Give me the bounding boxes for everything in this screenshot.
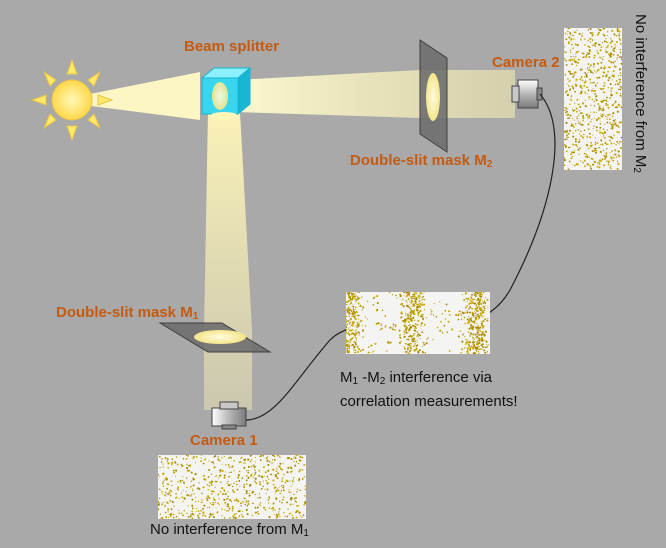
no-interference-m2-caption: No interference from M2 (631, 14, 649, 173)
speckle-texture (158, 455, 306, 519)
no-interference-m1-caption: No interference from M1 (150, 521, 309, 539)
correlation-caption-line-1: M1 -M2 interference via (340, 369, 493, 387)
camera-icon (511, 79, 543, 109)
mask-m2-label: Double-slit mask M2 (350, 152, 493, 170)
speckle-texture (346, 292, 490, 354)
camera-1-label: Camera 1 (190, 432, 258, 449)
beam-splitter-cube (200, 66, 252, 120)
correlation-caption-line-2: correlation measurements! (340, 393, 518, 410)
mask-m1-label: Double-slit mask M1 (56, 304, 199, 322)
light-beam-arm-1 (204, 112, 252, 410)
correlation-caption: M1 -M2 interference via correlation meas… (340, 368, 518, 412)
beam-splitter-label: Beam splitter (184, 38, 280, 55)
light-beam-arm-2 (235, 70, 515, 118)
correlation-pattern (346, 292, 490, 354)
double-slit-mask-m2 (419, 39, 448, 153)
camera-2-label: Camera 2 (492, 54, 560, 71)
double-slit-mask-m1 (158, 322, 272, 353)
camera-1-pattern (158, 455, 306, 519)
light-beam-source (60, 72, 200, 120)
camera-icon (211, 401, 247, 430)
sun-icon (30, 58, 114, 142)
camera-2-pattern (564, 28, 622, 170)
speckle-texture (564, 28, 622, 170)
